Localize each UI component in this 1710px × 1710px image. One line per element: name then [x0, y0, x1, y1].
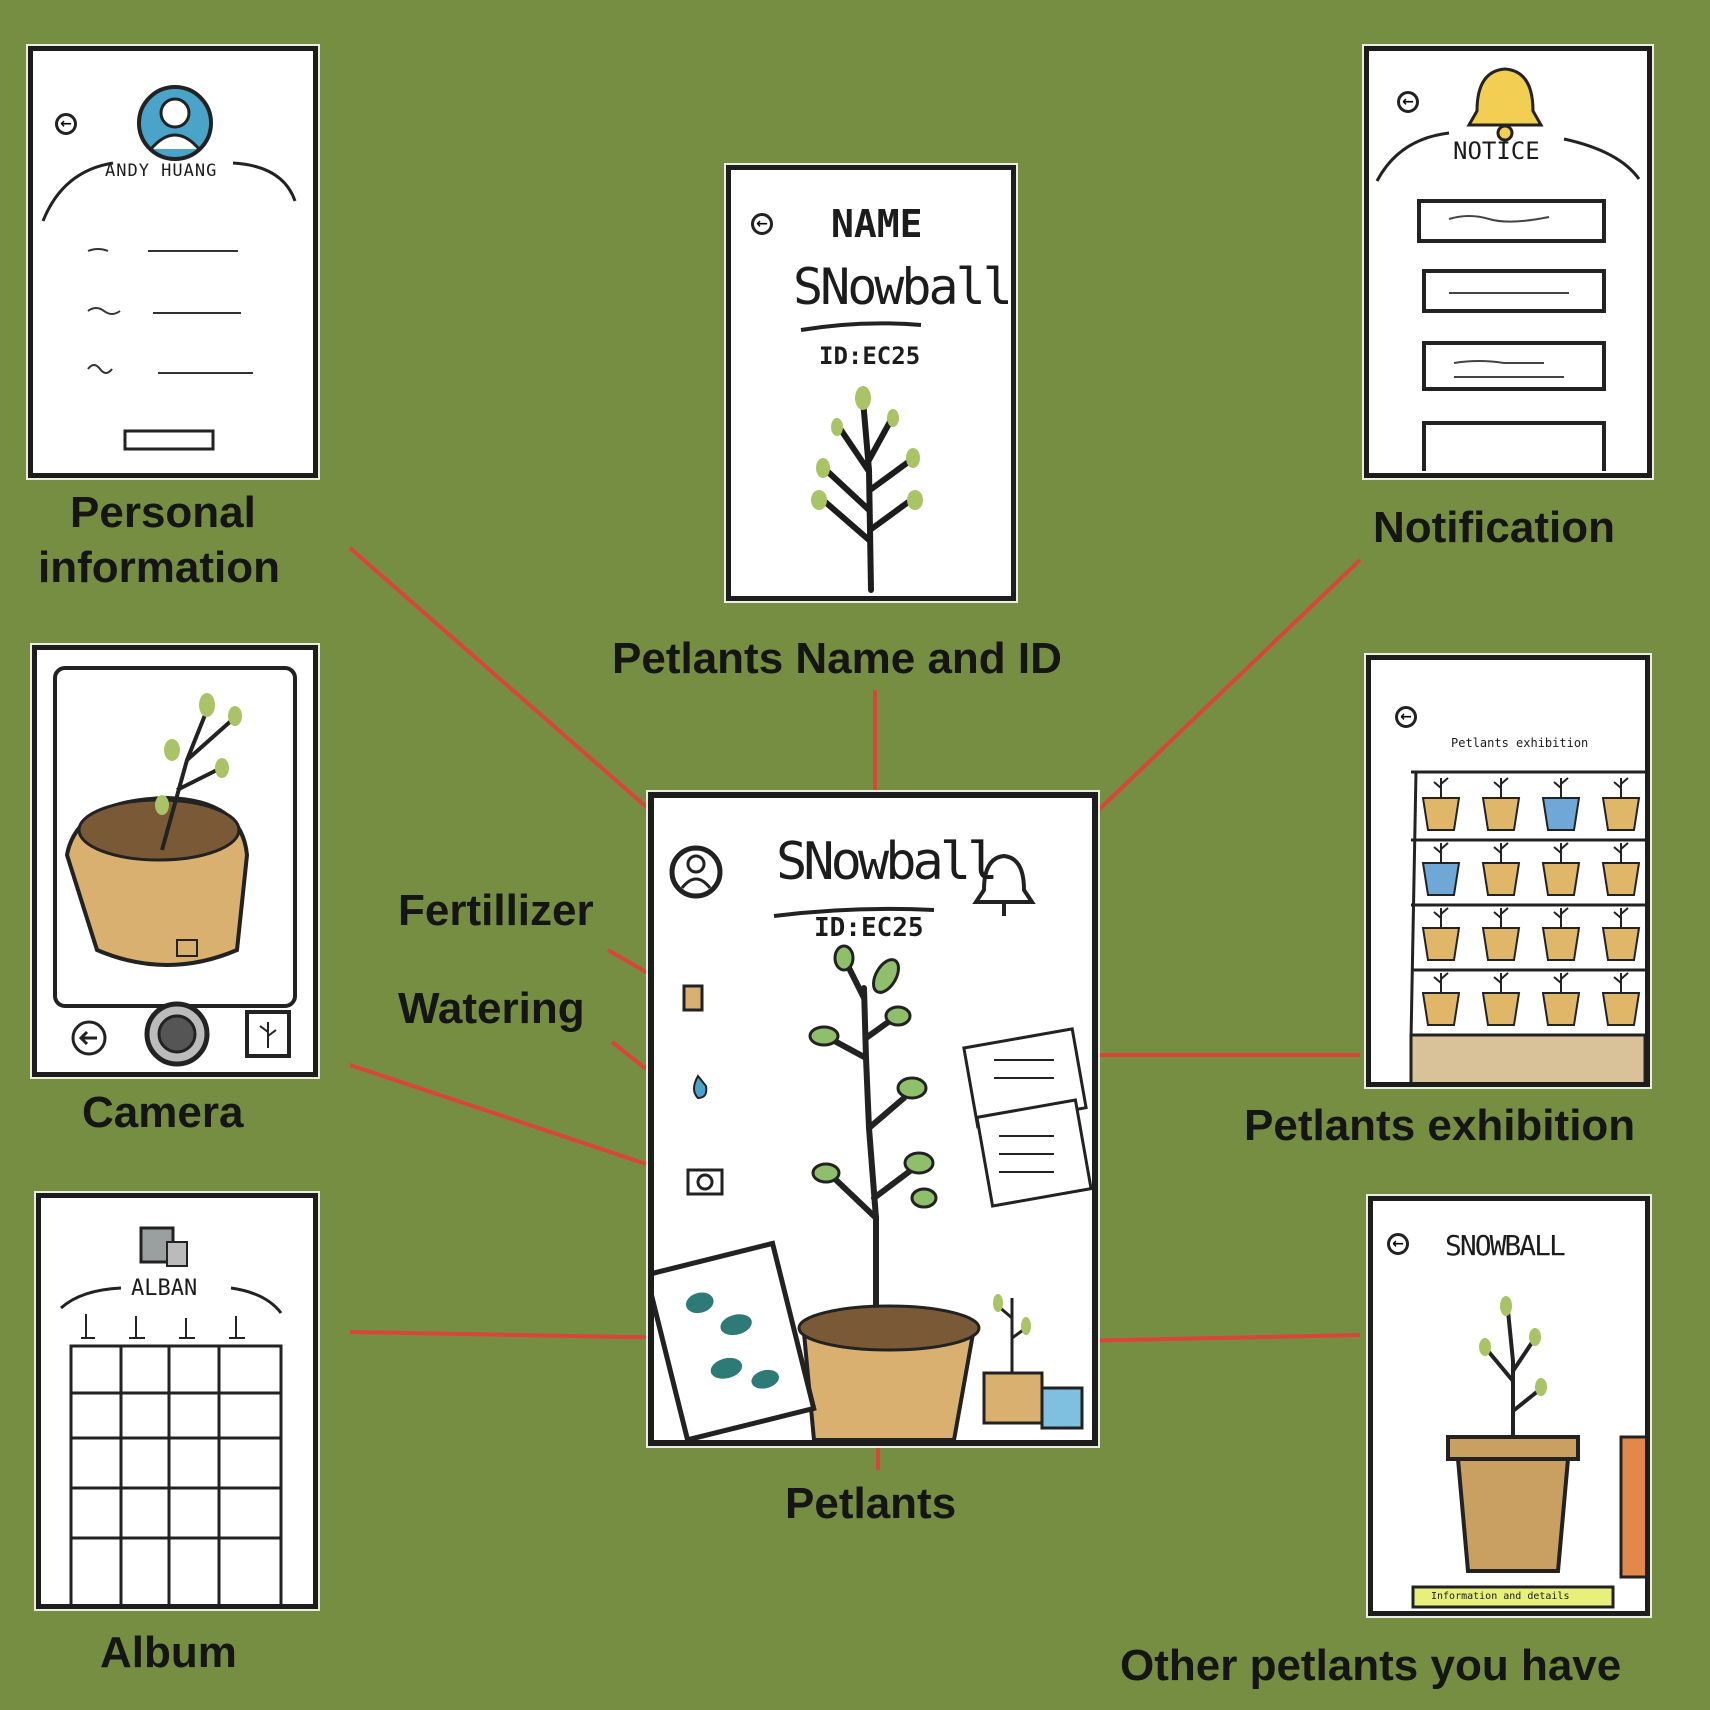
- exhibition-pot: [1543, 863, 1579, 895]
- label-exhibition: Petlants exhibition: [1244, 1100, 1635, 1153]
- bell-icon: [1469, 69, 1541, 140]
- exhibition-pot: [1543, 993, 1579, 1025]
- exhibition-pot: [1423, 928, 1459, 960]
- exhibition-pot: [1483, 928, 1519, 960]
- connector-camera: [350, 1065, 688, 1178]
- shutter-icon: [147, 1004, 207, 1064]
- exhibition-sprout: [1614, 908, 1628, 928]
- notification-screen: ← NOTICE: [1364, 46, 1652, 478]
- exhibition-pot: [1603, 993, 1639, 1025]
- exhibition-sprout: [1494, 843, 1508, 863]
- exhibition-pot: [1483, 798, 1519, 830]
- label-other-petlants: Other petlants you have: [1120, 1640, 1621, 1693]
- label-notification: Notification: [1373, 502, 1615, 555]
- notice-card: [1424, 343, 1604, 389]
- exhibition-sprout: [1494, 973, 1508, 993]
- name-sketch: [731, 170, 1011, 600]
- exhibition-sprout: [1434, 778, 1448, 798]
- user-name: ANDY HUANG: [105, 161, 217, 181]
- exhibition-sprout: [1434, 973, 1448, 993]
- label-fertilizer: Fertillizer: [398, 885, 594, 938]
- exhibition-sprout: [1554, 973, 1568, 993]
- exhibition-screen: ← Petlants exhibition: [1366, 655, 1650, 1087]
- exhibition-pot: [1603, 863, 1639, 895]
- avatar-icon: [672, 848, 720, 896]
- pot-icon: [799, 1306, 979, 1440]
- camera-icon: [688, 1170, 722, 1194]
- pot-icon: [67, 798, 247, 965]
- label-name-and-id: Petlants Name and ID: [612, 633, 1062, 686]
- label-watering: Watering: [398, 983, 585, 1036]
- notification-sketch: [1369, 51, 1649, 471]
- connector-notification: [1062, 560, 1360, 845]
- main-plant-id: ID:EC25: [814, 913, 924, 943]
- exhibition-sprout: [1554, 843, 1568, 863]
- notice-card: [1424, 423, 1604, 471]
- exhibition-pot: [1483, 993, 1519, 1025]
- exhibition-sprout: [1554, 778, 1568, 798]
- label-album: Album: [100, 1627, 237, 1680]
- water-drop-icon: [694, 1076, 706, 1098]
- exhibition-sprout: [1494, 908, 1508, 928]
- label-personal-line1: Personal: [70, 487, 256, 540]
- camera-sketch: [37, 650, 313, 1072]
- pot-icon: [1448, 1437, 1578, 1571]
- label-petlants: Petlants: [785, 1478, 956, 1531]
- connector-album: [350, 1332, 685, 1338]
- plant-icon: [1488, 1311, 1538, 1441]
- main-sketch: [654, 798, 1092, 1440]
- exhibition-sprout: [1494, 778, 1508, 798]
- edit-button: [125, 431, 213, 449]
- exhibition-pot: [1603, 798, 1639, 830]
- exhibition-pot: [1423, 798, 1459, 830]
- connector-personal: [350, 548, 690, 845]
- other-sketch: [1373, 1201, 1645, 1611]
- exhibition-pot: [1543, 928, 1579, 960]
- shelf-icon: [964, 1029, 1091, 1206]
- exhibition-sketch: [1371, 660, 1645, 1082]
- label-personal-line2: information: [38, 542, 280, 595]
- name-id-screen: ← NAME SNowball ID:EC25: [726, 165, 1016, 601]
- exhibition-pot: [1603, 928, 1639, 960]
- exhibition-pot: [1423, 993, 1459, 1025]
- exhibition-pot: [1483, 863, 1519, 895]
- notice-title: NOTICE: [1453, 137, 1540, 165]
- main-screen: SNowball ID:EC25: [648, 792, 1098, 1446]
- exhibition-sprout: [1434, 908, 1448, 928]
- exhibition-sprout: [1554, 908, 1568, 928]
- personal-sketch: [33, 51, 313, 471]
- exhibition-sprout: [1614, 843, 1628, 863]
- exhibition-pot: [1543, 798, 1579, 830]
- exhibition-sprout: [1434, 843, 1448, 863]
- label-camera: Camera: [82, 1087, 243, 1140]
- info-button-label[interactable]: Information and details: [1431, 1591, 1569, 1602]
- notice-card: [1424, 271, 1604, 311]
- personal-info-screen: ← ANDY HUANG: [28, 46, 318, 478]
- album-sketch: [41, 1198, 313, 1604]
- fertilizer-icon: [684, 986, 702, 1010]
- camera-screen: [32, 645, 318, 1077]
- exhibition-sprout: [1614, 778, 1628, 798]
- exhibition-sprout: [1614, 973, 1628, 993]
- exhibition-pot: [1423, 863, 1459, 895]
- main-plant-name: SNowball: [776, 832, 994, 892]
- album-screen: ALBAN: [36, 1193, 318, 1609]
- other-petlants-screen: ← SNOWBALL Information and details: [1368, 1196, 1650, 1616]
- album-icon: [654, 1243, 814, 1439]
